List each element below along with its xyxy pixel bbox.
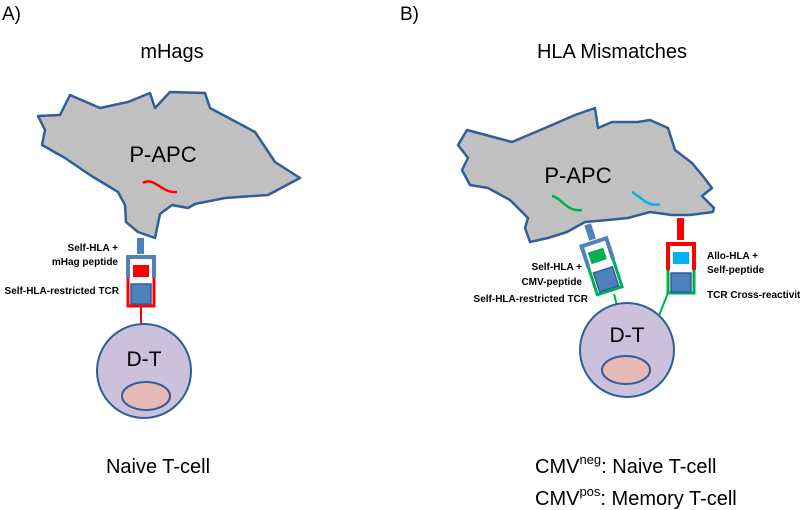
panel-a-dt-label: D-T [127, 348, 162, 371]
panel-b-right-tcr-box [670, 272, 692, 293]
panel-a-nucleus [121, 381, 171, 411]
panel-b-self-peptide [631, 190, 661, 207]
panel-b-left-hla-bracket [579, 235, 616, 269]
panel-a-mhag-peptide [142, 180, 178, 194]
panel-b-right-hla-label-1: Allo-HLA + [707, 251, 758, 262]
panel-a-caption: Naive T-cell [106, 456, 210, 478]
panel-b-self-peptide-box [673, 252, 689, 264]
panel-a-apc-cell [36, 90, 302, 240]
panel-b-left-tcr-bracket [587, 259, 624, 297]
panel-a-hla-bracket [126, 255, 156, 278]
panel-b-left-hla-stalk [584, 223, 596, 241]
panel-b-title: HLA Mismatches [537, 41, 687, 63]
panel-b-left-hla-label-1: Self-HLA + [532, 262, 583, 273]
panel-b-apc-label: P-APC [544, 163, 611, 188]
panel-b-cmv-peptide-box [587, 247, 607, 265]
panel-b-caption-cmv-pos: CMVpos: Memory T-cell [535, 484, 737, 510]
panel-b-right-tcr-stalk [657, 292, 669, 319]
panel-b: B) HLA Mismatches P-APC Self-HLA + CMV-p… [400, 4, 800, 510]
panel-a-title: mHags [140, 41, 203, 63]
panel-a-hla-label-2: mHag peptide [52, 257, 119, 268]
panel-a-hla-stalk [137, 238, 144, 254]
panel-b-right-hla-stalk [677, 218, 684, 240]
panel-b-left-hla-label-2: CMV-peptide [521, 277, 582, 288]
panel-a: A) mHags P-APC Self-HLA + mHag peptide S… [2, 4, 302, 478]
panel-b-letter: B) [400, 4, 419, 25]
panel-a-letter: A) [2, 4, 21, 25]
panel-b-right-hla-label-2: Self-peptide [707, 265, 765, 276]
panel-a-mhag-peptide-box [133, 265, 149, 277]
panel-a-hla-label-1: Self-HLA + [68, 243, 119, 254]
panel-b-left-complex [579, 223, 624, 297]
panel-b-caption-cmv-neg: CMVneg: Naive T-cell [535, 452, 716, 478]
panel-b-right-tcr-bracket [666, 270, 696, 295]
panel-b-apc-cell [456, 106, 716, 244]
panel-a-apc-label: P-APC [129, 142, 196, 167]
panel-b-left-tcr-box [592, 265, 620, 293]
panel-b-cmv-peptide [551, 194, 583, 212]
panel-b-right-hla-bracket [666, 242, 696, 270]
panel-b-left-tcr-label: Self-HLA-restricted TCR [474, 294, 589, 305]
panel-b-right-tcr-label: TCR Cross-reactivity [707, 290, 800, 301]
panel-a-tcr-box [130, 283, 152, 305]
panel-b-nucleus [601, 355, 651, 385]
panel-a-tcr-label: Self-HLA-restricted TCR [5, 286, 120, 297]
panel-b-dt-label: D-T [610, 324, 645, 347]
